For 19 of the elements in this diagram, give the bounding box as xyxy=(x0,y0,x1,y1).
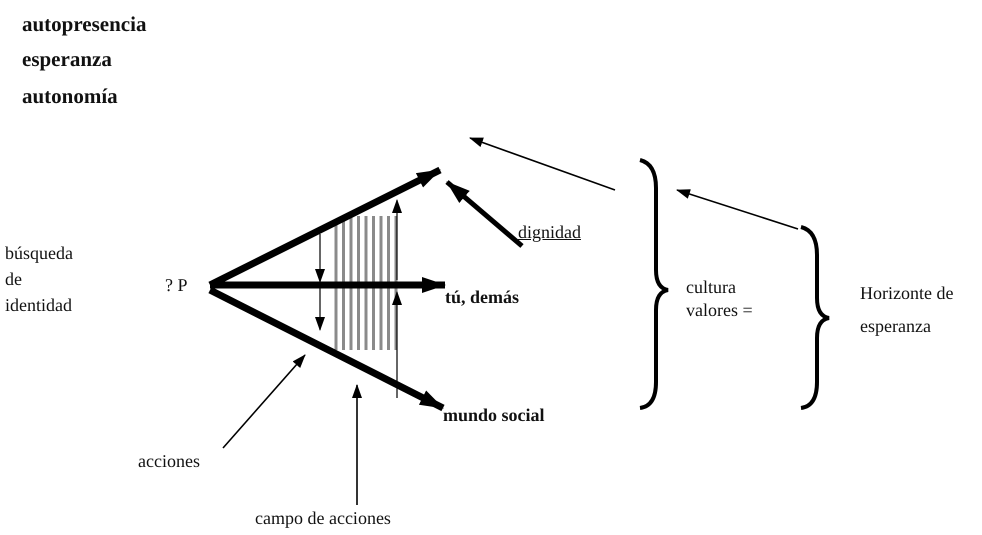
keyword-label: autonomía xyxy=(22,84,118,109)
arrow xyxy=(676,189,798,230)
concept-label: ? P xyxy=(165,274,188,296)
arrow xyxy=(445,180,524,248)
arrow xyxy=(352,384,362,505)
side-label: búsqueda de identidad xyxy=(5,242,74,317)
keyword-label: autopresencia xyxy=(22,12,146,37)
arrow xyxy=(469,137,616,191)
arrow xyxy=(208,286,445,412)
concept-label: dignidad xyxy=(518,220,581,244)
group-label: Horizonte de esperanza xyxy=(860,282,954,338)
keyword-label: esperanza xyxy=(22,47,112,72)
concept-label: tú, demás xyxy=(445,286,520,308)
arrow xyxy=(222,354,306,449)
arrow xyxy=(210,277,446,293)
concept-label: acciones xyxy=(138,450,200,472)
concept-label: mundo social xyxy=(443,404,545,426)
group-label: cultura valores = xyxy=(686,276,754,322)
concept-label: campo de acciones xyxy=(255,506,391,530)
